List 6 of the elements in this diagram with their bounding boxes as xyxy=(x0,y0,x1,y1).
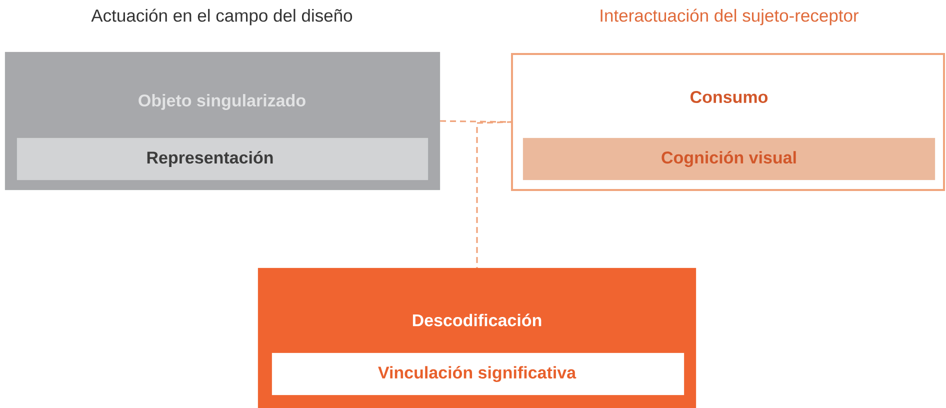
connector-line xyxy=(476,121,512,268)
heading: Actuación en el campo del diseño xyxy=(91,8,352,26)
label-bar: Representación xyxy=(16,138,428,180)
label-bar: Cognición visual xyxy=(522,138,936,180)
label-bar: Vinculación significativa xyxy=(272,352,684,396)
heading: Interactuación del sujeto-receptor xyxy=(600,8,859,26)
